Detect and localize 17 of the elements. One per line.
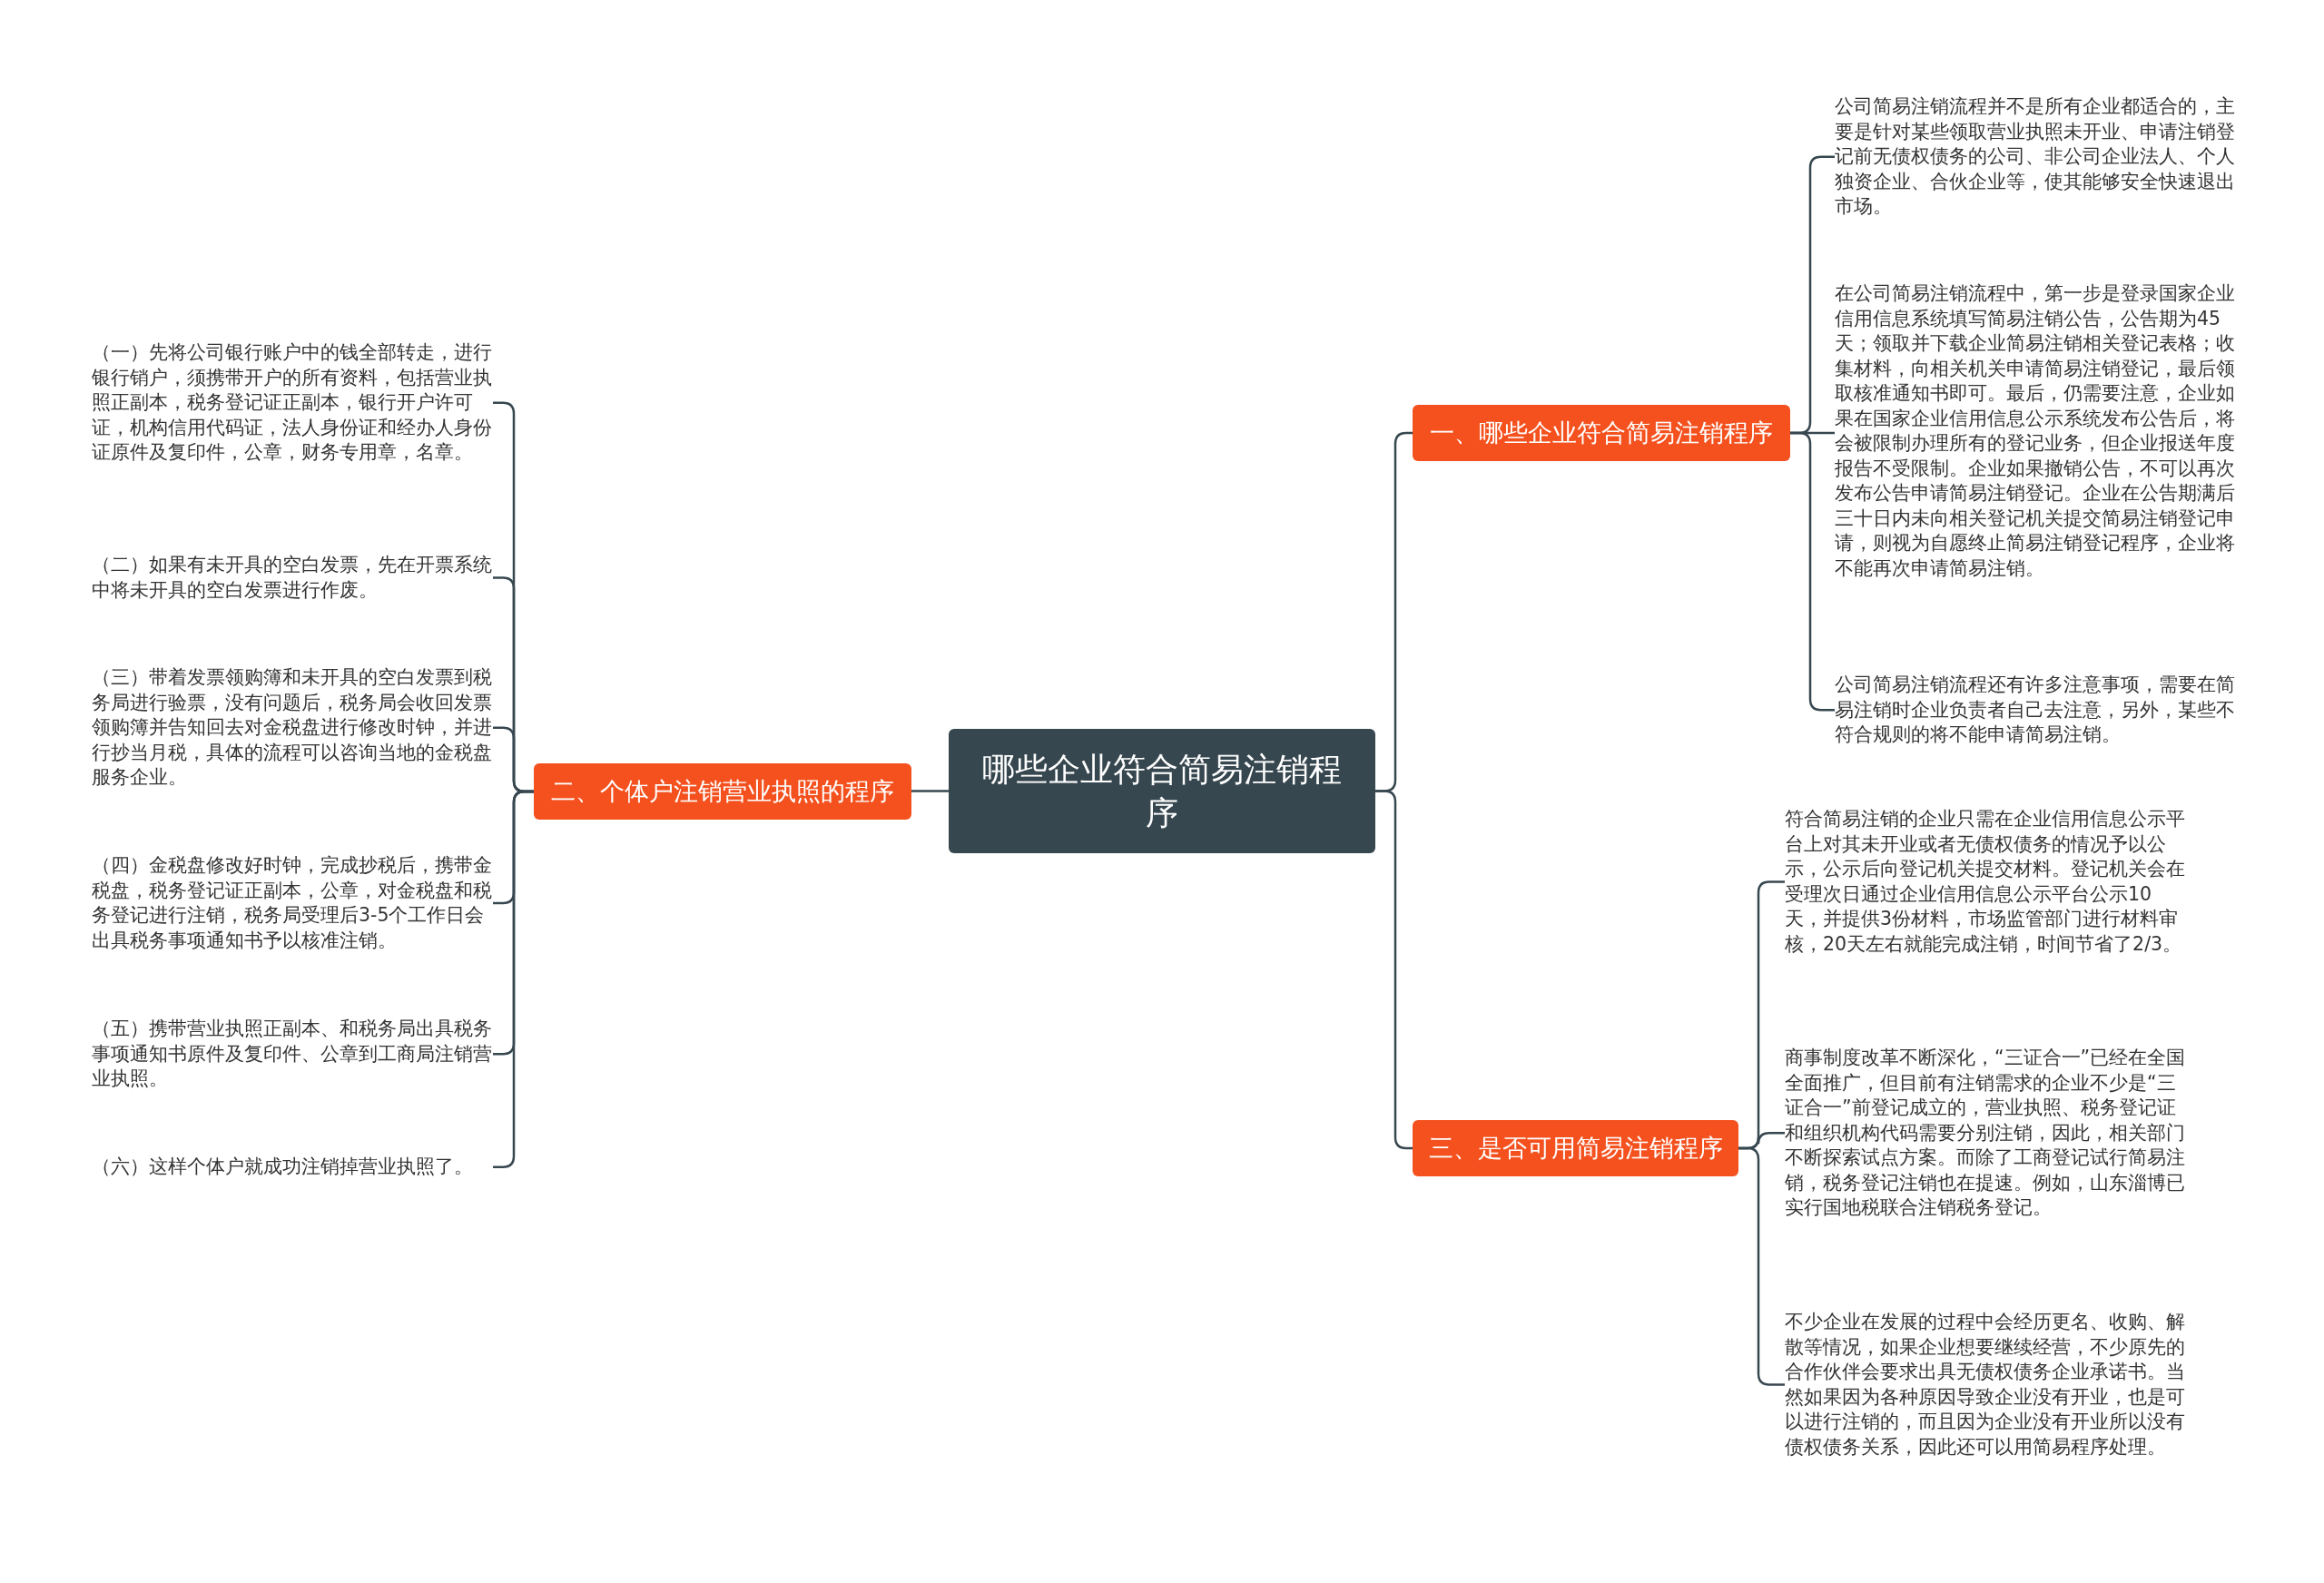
note-text: （五）携带营业执照正副本、和税务局出具税务事项通知书原件及复印件、公章到工商局注销营业执照。	[92, 1017, 493, 1092]
central-topic-box: 哪些企业符合简易注销程序	[949, 729, 1375, 853]
branch-topic-box: 二、个体户注销营业执照的程序	[534, 763, 911, 820]
branch-topic-box: 三、是否可用简易注销程序	[1413, 1120, 1738, 1176]
note-text: （二）如果有未开具的空白发票，先在开票系统中将未开具的空白发票进行作废。	[92, 553, 493, 603]
note-text: （一）先将公司银行账户中的钱全部转走，进行银行销户，须携带开户的所有资料，包括营业执照正副本，税务登记证正副本，银行开户许可证，机构信用代码证，法人身份证和经办人身份证原件及复印件，公章，财务专用章，名章。	[92, 340, 493, 466]
connector-line	[911, 790, 949, 792]
branch-topic-box: 一、哪些企业符合简易注销程序	[1413, 405, 1790, 461]
note-text: 符合简易注销的企业只需在企业信用信息公示平台上对其未开业或者无债权债务的情况予以公示，公示后向登记机关提交材料。登记机关会在受理次日通过企业信用信息公示平台公示10天，并提供3份材料，市场监管部门进行材料审核，20天左右就能完成注销，时间节省了2/3。	[1785, 807, 2186, 957]
note-text: （六）这样个体户就成功注销掉营业执照了。	[92, 1155, 493, 1180]
note-text: 不少企业在发展的过程中会经历更名、收购、解散等情况，如果企业想要继续经营，不少原先的合作伙伴会要求出具无债权债务企业承诺书。当然如果因为各种原因导致企业没有开业，也是可以进行注销的，而且因为企业没有开业所以没有债权债务关系，因此还可以用简易程序处理。	[1785, 1310, 2186, 1460]
note-text: 在公司简易注销流程中，第一步是登录国家企业信用信息系统填写简易注销公告，公告期为45天；领取并下载企业简易注销相关登记表格；收集材料，向相关机关申请简易注销登记，最后领取核准通知书即可。最后，仍需要注意，企业如果在国家企业信用信息公示系统发布公告后，将会被限制办理所有的登记业务，但企业报送年度报告不受限制。企业如果撤销公告，不可以再次发布公告申请简易注销登记。企业在公告期满后三十日内未向相关登记机关提交简易注销登记申请，则视为自愿终止简易注销登记程序，企业将不能再次申请简易注销。	[1835, 281, 2236, 581]
note-text: （三）带着发票领购簿和未开具的空白发票到税务局进行验票，没有问题后，税务局会收回发票领购簿并告知回去对金税盘进行修改时钟，并进行抄当月税，具体的流程可以咨询当地的金税盘服务企业。	[92, 665, 493, 791]
note-text: 公司简易注销流程还有许多注意事项，需要在简易注销时企业负责者自己去注意，另外，某些不符合规则的将不能申请简易注销。	[1835, 673, 2236, 748]
note-text: （四）金税盘修改好时钟，完成抄税后，携带金税盘，税务登记证正副本，公章，对金税盘和税务登记进行注销，税务局受理后3-5个工作日会出具税务事项通知书予以核准注销。	[92, 853, 493, 953]
note-text: 公司简易注销流程并不是所有企业都适合的，主要是针对某些领取营业执照未开业、申请注销登记前无债权债务的公司、非公司企业法人、个人独资企业、合伙企业等，使其能够安全快速退出市场。	[1835, 94, 2236, 220]
note-text: 商事制度改革不断深化，“三证合一”已经在全国全面推广，但目前有注销需求的企业不少是“三证合一”前登记成立的，营业执照、税务登记证和组织机构代码需要分别注销，因此，相关部门不断探索试点方案。而除了工商登记试行简易注销，税务登记注销也在提速。例如，山东淄博已实行国地税联合注销税务登记。	[1785, 1046, 2186, 1221]
